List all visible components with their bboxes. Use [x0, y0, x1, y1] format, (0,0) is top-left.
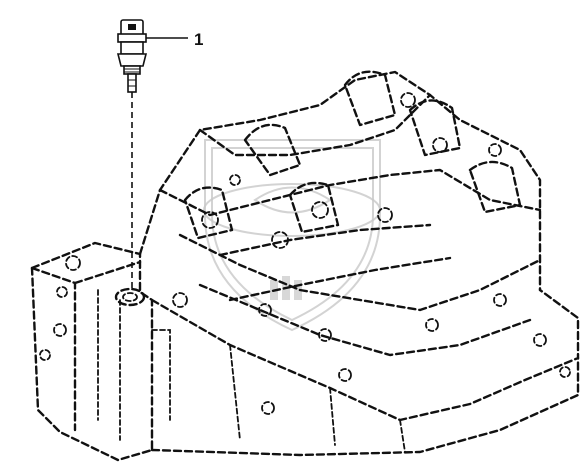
- callout-1: 1: [146, 30, 203, 49]
- cylinder-head-outline: [30, 70, 580, 462]
- bolt-bosses: [39, 92, 571, 415]
- pressure-sensor-part: [116, 19, 148, 93]
- callout-number: 1: [194, 30, 203, 49]
